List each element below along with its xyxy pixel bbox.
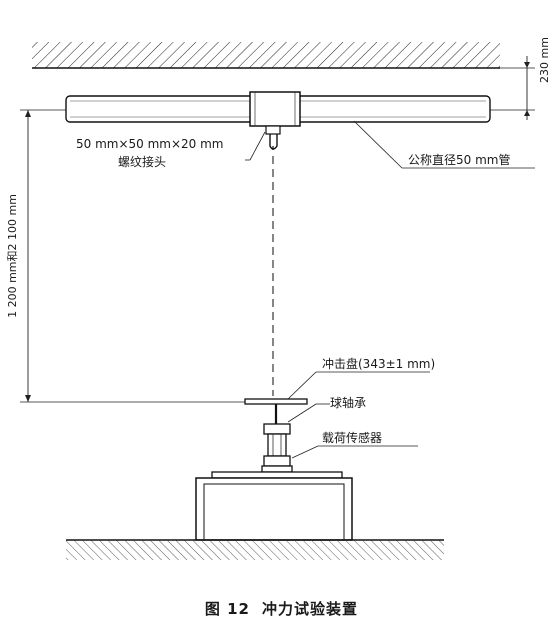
- label-230mm: 230 mm: [538, 37, 551, 83]
- label-impact-plate: 冲击盘(343±1 mm): [322, 356, 435, 371]
- label-fitting-name: 螺纹接头: [118, 154, 166, 169]
- label-load-sensor: 载荷传感器: [322, 430, 382, 445]
- figure-caption: 图 12 冲力试验装置: [205, 600, 358, 618]
- ceiling-dimension: 230 mm: [490, 37, 551, 120]
- threaded-fitting: [249, 91, 301, 150]
- label-height: 1 200 mm和2 100 mm: [6, 194, 19, 318]
- height-dimension: 1 200 mm和2 100 mm: [6, 109, 245, 403]
- pedestal: [195, 471, 353, 541]
- load-sensor: 载荷传感器: [261, 430, 418, 473]
- label-pipe: 公称直径50 mm管: [408, 152, 510, 167]
- label-ball-bearing: 球轴承: [330, 395, 366, 410]
- floor: [66, 539, 444, 560]
- label-fitting-size: 50 mm×50 mm×20 mm: [76, 137, 224, 151]
- ceiling: [32, 42, 500, 69]
- caption-number: 图 12: [205, 600, 250, 618]
- caption-title: 冲力试验装置: [262, 600, 358, 618]
- fitting-callout: 50 mm×50 mm×20 mm 螺纹接头: [76, 131, 266, 169]
- pipe-callout: 公称直径50 mm管: [353, 120, 535, 169]
- ball-bearing-assembly: 球轴承: [263, 395, 366, 457]
